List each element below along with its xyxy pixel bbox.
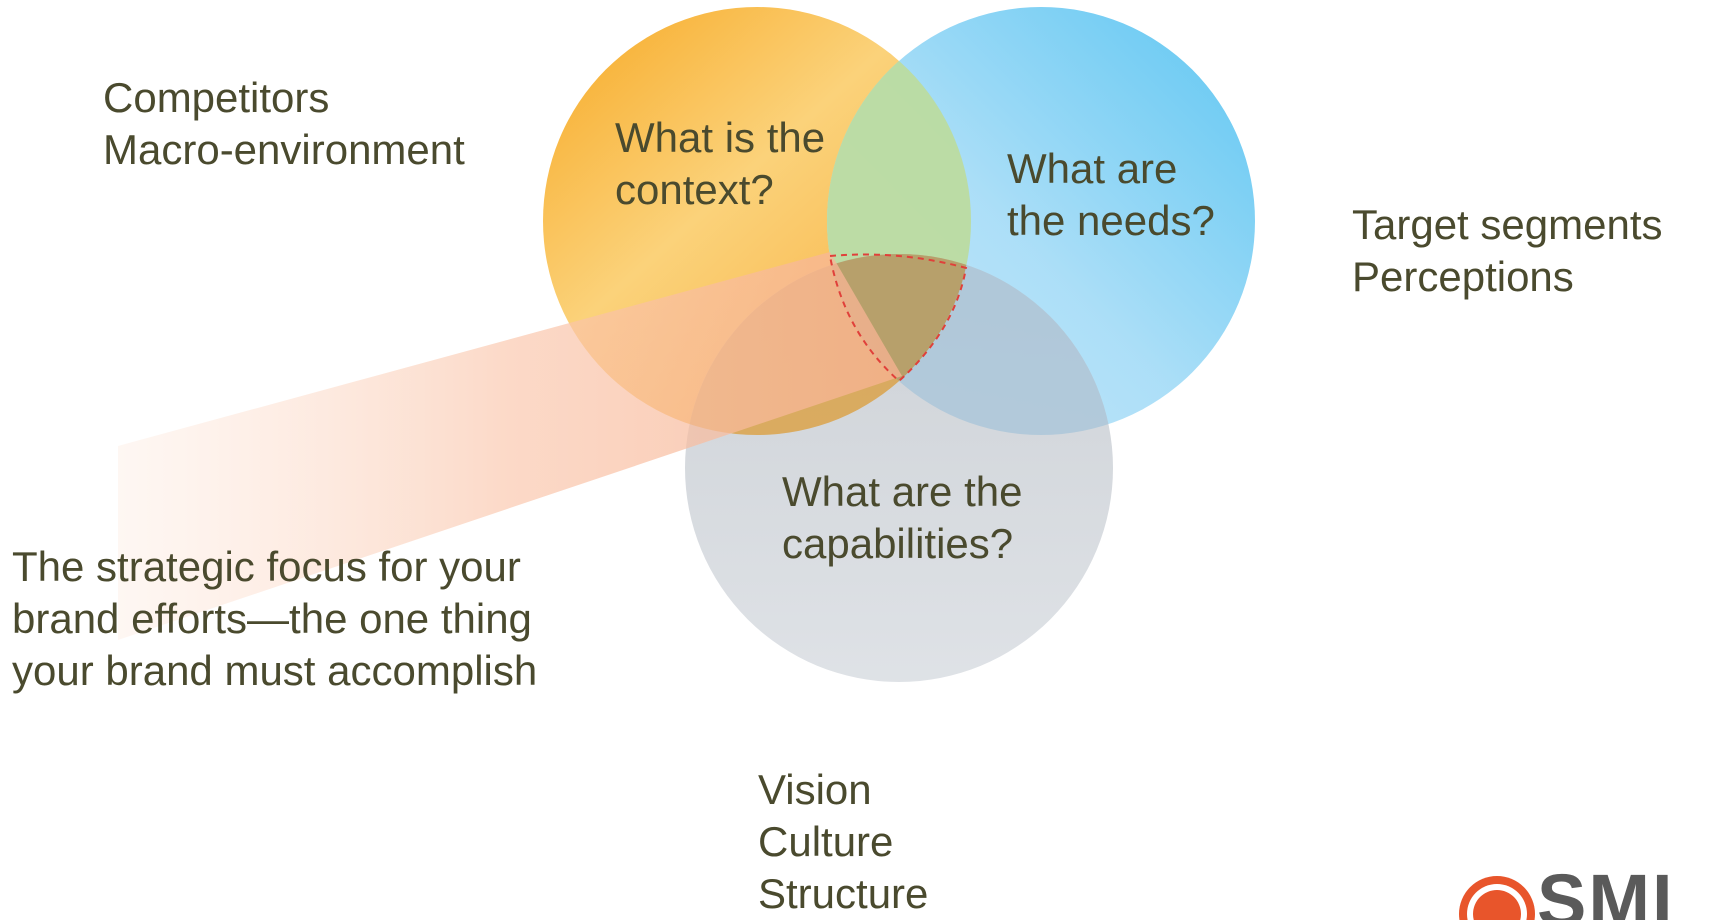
context-factors-label: Competitors Macro-environment — [103, 74, 465, 173]
company-logo: SMI — [1455, 870, 1721, 920]
capabilities-factors-label: Vision Culture Structure — [758, 766, 929, 917]
strategic-focus-label: The strategic focus for your brand effor… — [12, 543, 538, 694]
overlap-needs-capabilities — [827, 254, 1113, 435]
question-capabilities: What are the capabilities? — [782, 468, 1023, 567]
question-needs: What are the needs? — [1007, 145, 1215, 244]
question-context: What is the context? — [615, 114, 826, 213]
logo-text: SMI — [1537, 870, 1675, 920]
logo-mark-icon — [1459, 876, 1535, 920]
focus-beam — [118, 252, 902, 640]
needs-factors-label: Target segments Perceptions — [1352, 201, 1663, 300]
center-dashed-outline — [828, 253, 968, 383]
